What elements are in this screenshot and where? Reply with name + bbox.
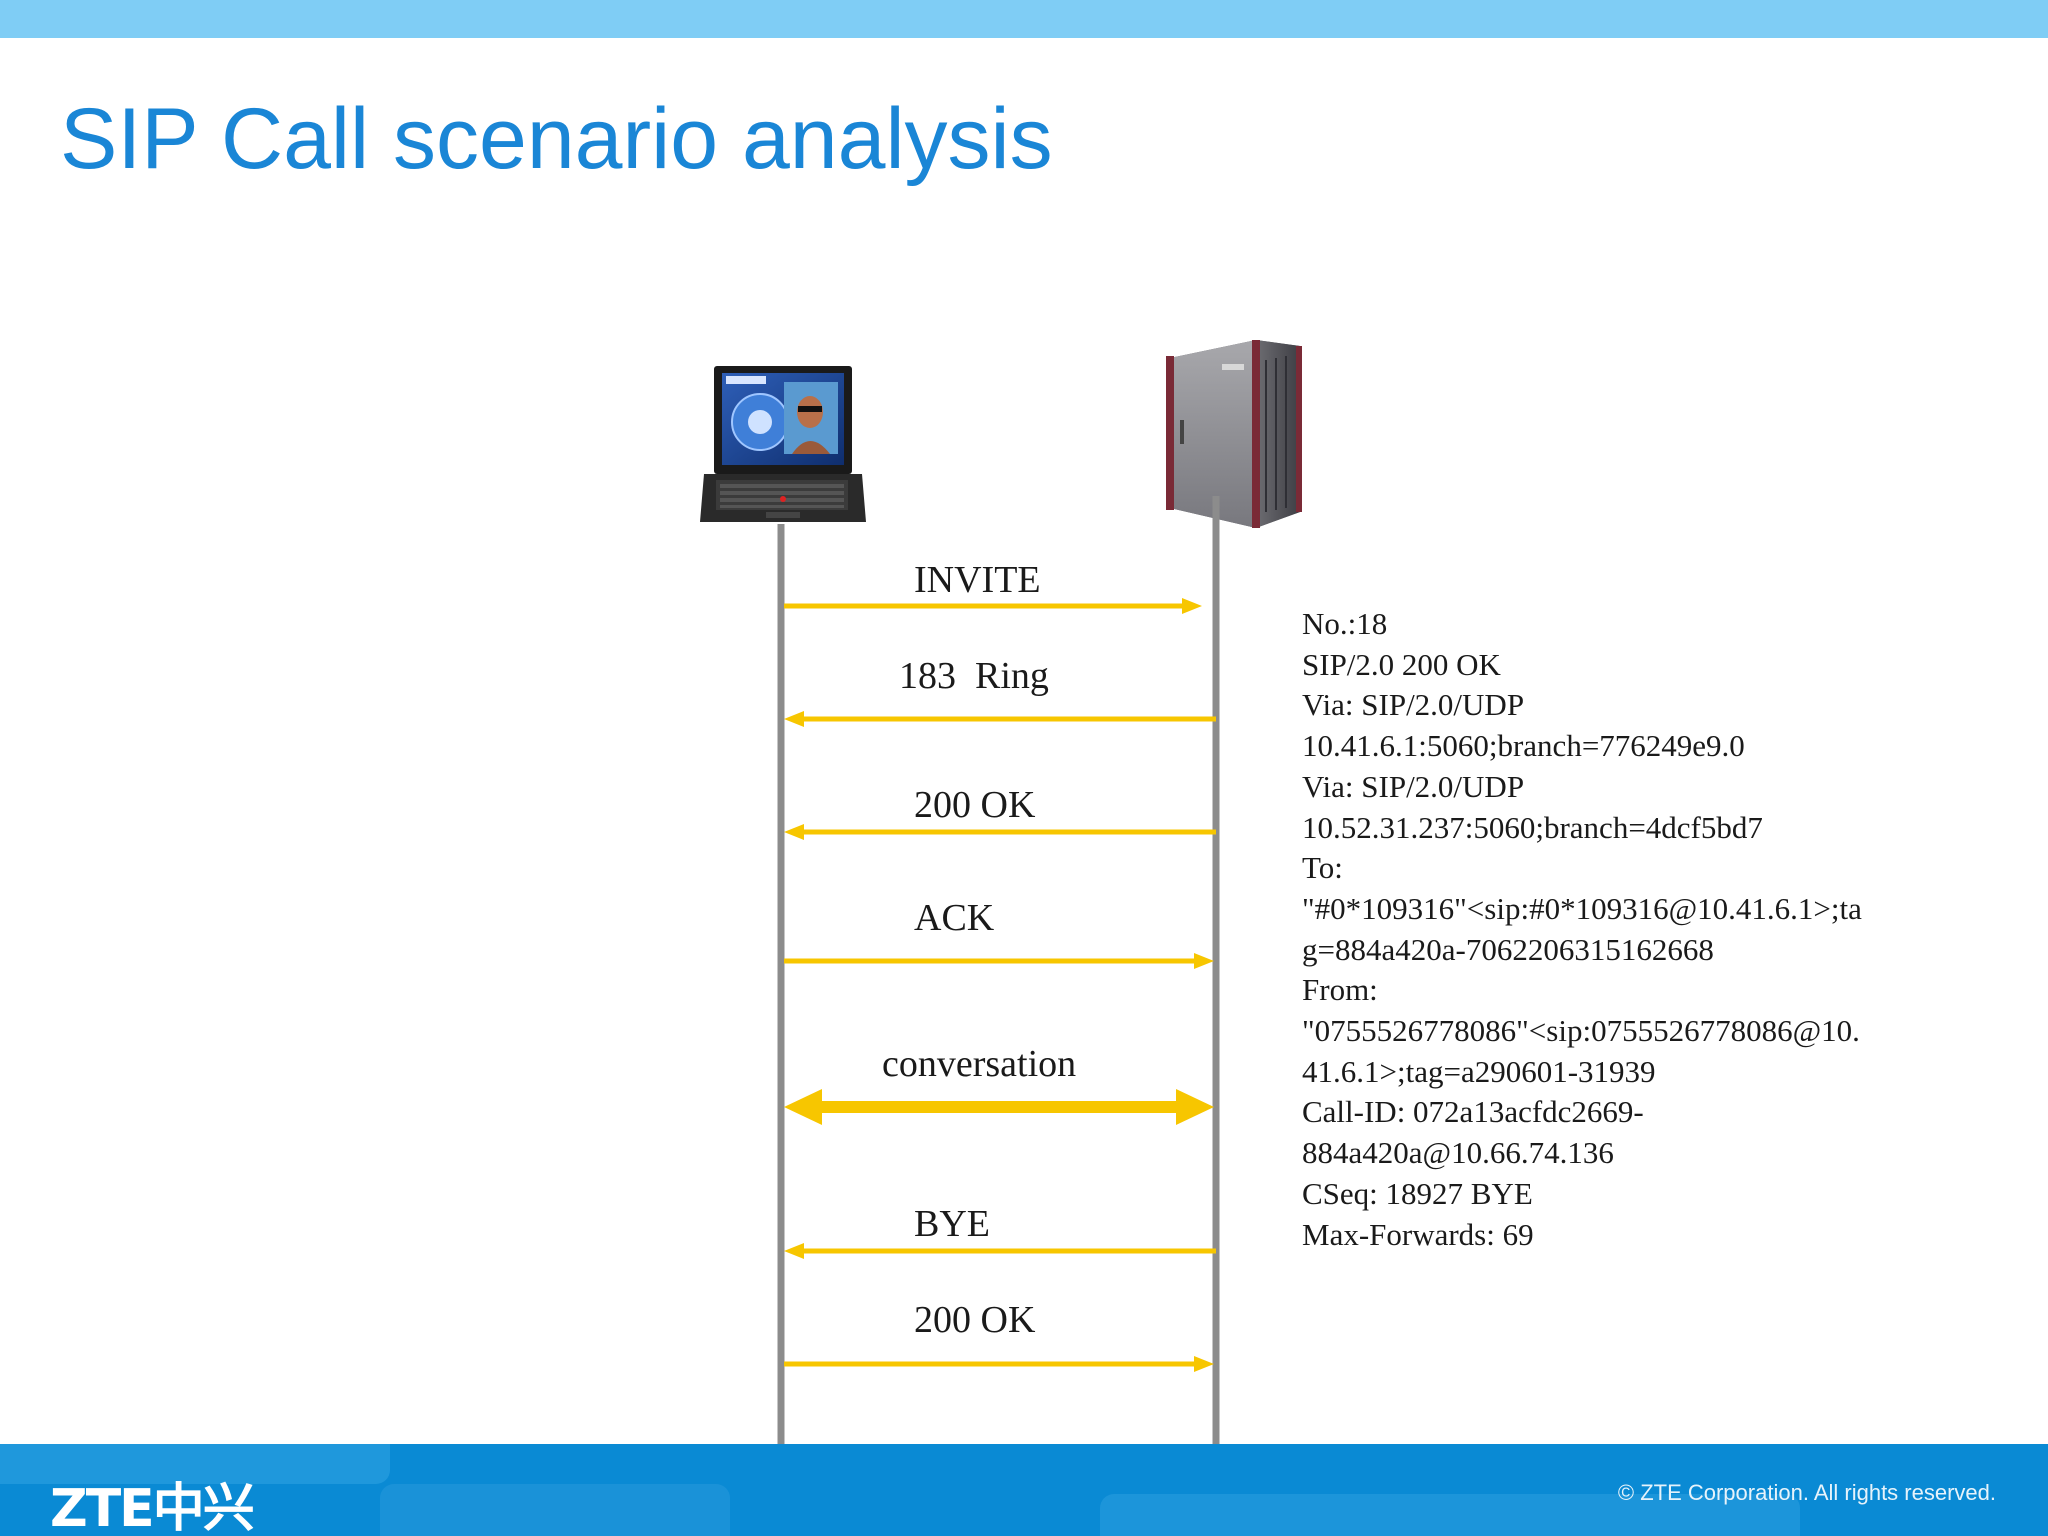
detail-line: g=884a420a-7062206315162668 bbox=[1302, 931, 1714, 967]
message-bye-arrow bbox=[784, 1243, 1216, 1259]
server-cabinet-icon bbox=[1166, 340, 1302, 528]
message-183-ring-arrow bbox=[784, 711, 1216, 727]
detail-line: SIP/2.0 200 OK bbox=[1302, 646, 1501, 682]
message-invite-arrow bbox=[784, 598, 1202, 614]
detail-line: To: bbox=[1302, 850, 1343, 886]
detail-line: Via: SIP/2.0/UDP bbox=[1302, 768, 1525, 804]
top-accent-bar bbox=[0, 0, 2048, 38]
sip-packet-detail: No.:18 SIP/2.0 200 OK Via: SIP/2.0/UDP 1… bbox=[1302, 604, 2022, 1255]
detail-line: From: bbox=[1302, 972, 1378, 1008]
message-ack-arrow bbox=[784, 953, 1214, 969]
message-label-200-ok-final: 200 OK bbox=[914, 1299, 1036, 1341]
detail-line: Max-Forwards: 69 bbox=[1302, 1216, 1534, 1252]
footer-decoration bbox=[380, 1484, 730, 1536]
message-label-invite: INVITE bbox=[914, 559, 1041, 601]
detail-line: "#0*109316"<sip:#0*109316@10.41.6.1>;ta bbox=[1302, 890, 1862, 926]
detail-line: 884a420a@10.66.74.136 bbox=[1302, 1135, 1614, 1171]
footer-decoration bbox=[1100, 1494, 1800, 1536]
footer-bar: ZTE中兴 © ZTE Corporation. All rights rese… bbox=[0, 1444, 2048, 1536]
laptop-icon bbox=[700, 366, 866, 522]
detail-line: Call-ID: 072a13acfdc2669- bbox=[1302, 1094, 1644, 1130]
message-conversation-arrow bbox=[784, 1089, 1214, 1125]
detail-line: Via: SIP/2.0/UDP bbox=[1302, 687, 1525, 723]
message-200-ok-arrow bbox=[784, 824, 1216, 840]
slide-title: SIP Call scenario analysis bbox=[60, 91, 1053, 187]
zte-logo: ZTE中兴 bbox=[50, 1479, 255, 1536]
message-label-bye: BYE bbox=[914, 1203, 990, 1245]
footer-decoration bbox=[0, 1444, 390, 1484]
detail-line: 10.41.6.1:5060;branch=776249e9.0 bbox=[1302, 728, 1745, 764]
message-label-conversation: conversation bbox=[882, 1043, 1077, 1085]
detail-line: "0755526778086"<sip:0755526778086@10. bbox=[1302, 1013, 1860, 1049]
detail-line: 41.6.1>;tag=a290601-31939 bbox=[1302, 1053, 1656, 1089]
message-label-183-ring: 183 Ring bbox=[899, 655, 1049, 697]
message-200-ok-final-arrow bbox=[784, 1356, 1214, 1372]
detail-line: No.:18 bbox=[1302, 606, 1388, 641]
message-label-ack: ACK bbox=[914, 897, 995, 939]
copyright-text: © ZTE Corporation. All rights reserved. bbox=[1617, 1480, 1996, 1505]
detail-line: 10.52.31.237:5060;branch=4dcf5bd7 bbox=[1302, 809, 1763, 845]
detail-line: CSeq: 18927 BYE bbox=[1302, 1175, 1533, 1211]
message-label-200-ok: 200 OK bbox=[914, 784, 1036, 826]
